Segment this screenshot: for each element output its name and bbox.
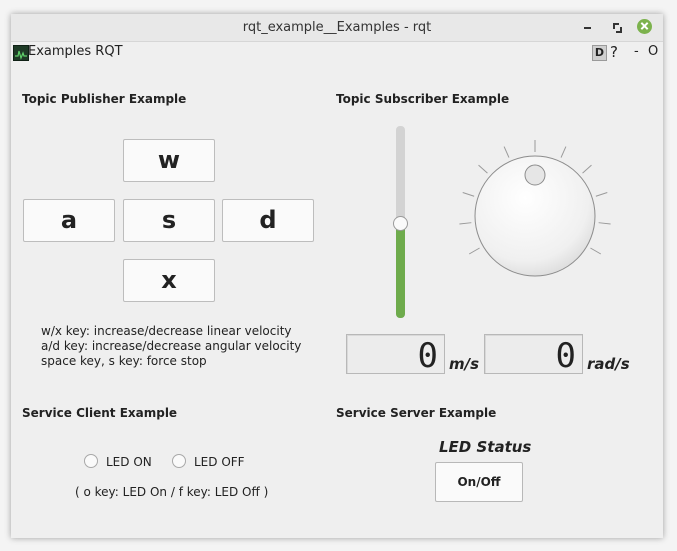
key-d-button[interactable]: d: [222, 199, 314, 242]
client-help-text: ( o key: LED On / f key: LED Off ): [75, 485, 269, 499]
key-x-button[interactable]: x: [123, 259, 215, 302]
server-section-title: Service Server Example: [336, 406, 497, 420]
publisher-section-title: Topic Publisher Example: [22, 92, 187, 106]
rqt-window: rqt_example__Examples - rqt Examples RQT…: [11, 14, 663, 538]
dial-tick: [598, 222, 611, 225]
dial-tick: [582, 164, 592, 174]
led-on-off-button[interactable]: On/Off: [435, 462, 523, 502]
slider-fill: [396, 222, 405, 318]
angular-unit-label: rad/s: [587, 355, 630, 373]
dial-knob: [474, 155, 596, 277]
dial-tick: [462, 192, 475, 197]
title-bar[interactable]: rqt_example__Examples - rqt: [11, 14, 663, 42]
key-a-button[interactable]: a: [23, 199, 115, 242]
publisher-help-text: w/x key: increase/decrease linear veloci…: [41, 324, 301, 369]
plugin-title: Examples RQT: [28, 44, 123, 59]
window-title: rqt_example__Examples - rqt: [242, 20, 432, 35]
dial-tick: [560, 146, 567, 158]
led-on-radio-circle[interactable]: [84, 454, 98, 468]
help-line-linear: w/x key: increase/decrease linear veloci…: [41, 324, 292, 338]
key-w-button[interactable]: w: [123, 139, 215, 182]
key-s-button[interactable]: s: [123, 199, 215, 242]
dial-tick: [459, 222, 472, 225]
help-button[interactable]: ?: [610, 43, 618, 61]
dock-button[interactable]: D: [592, 45, 607, 61]
help-line-stop: space key, s key: force stop: [41, 354, 207, 368]
led-off-label: LED OFF: [194, 455, 245, 469]
linear-velocity-value: 0: [417, 336, 438, 376]
led-status-label: LED Status: [439, 438, 532, 456]
angular-dial[interactable]: [451, 134, 619, 302]
slider-handle[interactable]: [393, 215, 408, 231]
dial-tick: [590, 247, 602, 255]
close-button[interactable]: [637, 19, 652, 34]
maximize-button[interactable]: [608, 18, 626, 36]
dial-indicator: [524, 164, 546, 186]
linear-unit-label: m/s: [449, 355, 480, 373]
led-on-label: LED ON: [106, 455, 152, 469]
angular-velocity-display: 0: [484, 334, 583, 376]
minimize-button[interactable]: [579, 18, 597, 36]
dial-tick: [468, 247, 480, 255]
dial-tick: [478, 164, 488, 174]
help-line-angular: a/d key: increase/decrease angular veloc…: [41, 339, 302, 353]
led-off-radio-circle[interactable]: [172, 454, 186, 468]
plugin-minimize-button[interactable]: -: [634, 44, 639, 59]
led-off-radio[interactable]: LED OFF: [172, 454, 245, 469]
dial-tick: [595, 192, 608, 197]
velocity-slider[interactable]: [393, 126, 408, 318]
led-on-radio[interactable]: LED ON: [84, 454, 152, 469]
plugin-monitor-icon: [13, 45, 29, 61]
subscriber-section-title: Topic Subscriber Example: [336, 92, 510, 106]
angular-velocity-value: 0: [555, 336, 576, 376]
dial-tick: [503, 146, 510, 158]
plugin-header: Examples RQT D ? - O: [11, 42, 663, 64]
plugin-close-button[interactable]: O: [648, 44, 659, 59]
client-section-title: Service Client Example: [22, 406, 178, 420]
linear-velocity-display: 0: [346, 334, 445, 376]
